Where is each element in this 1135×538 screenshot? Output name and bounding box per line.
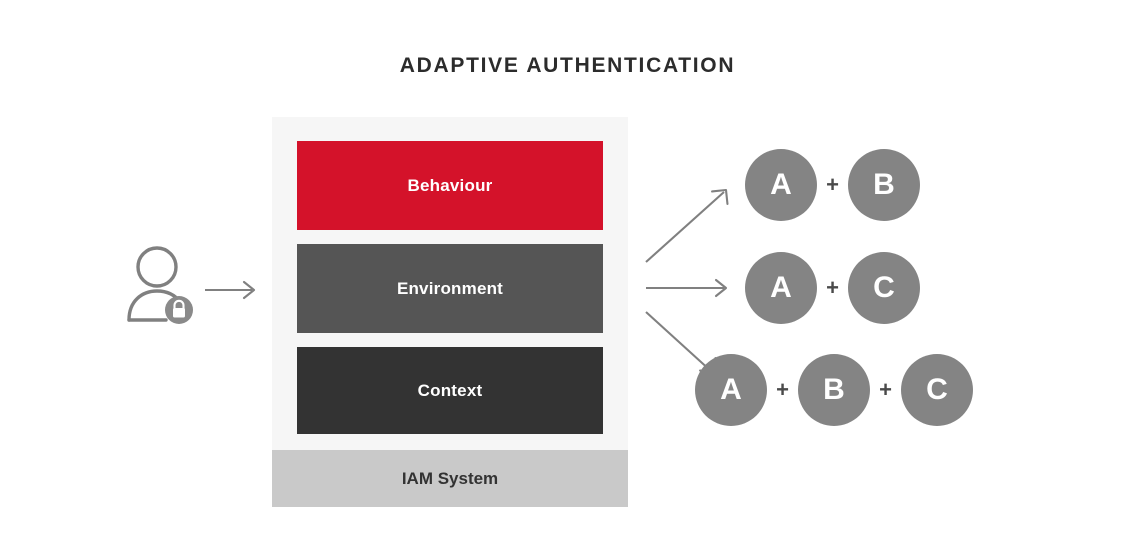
- stack-layer-context-label: Context: [417, 380, 483, 400]
- stack-layer-environment-label: Environment: [396, 278, 504, 298]
- outcome-row: A + B: [745, 149, 920, 221]
- arrow-user-to-stack: [204, 276, 260, 304]
- outcome-row: A + B + C: [695, 354, 973, 426]
- stack-layer-context[interactable]: Context: [297, 347, 603, 434]
- user-with-lock-glyph: [127, 246, 193, 324]
- factor-token-b[interactable]: B: [848, 149, 920, 221]
- stack-layer-behaviour[interactable]: Behaviour: [297, 141, 603, 230]
- page-title: ADAPTIVE AUTHENTICATION: [399, 54, 736, 77]
- factor-token-a[interactable]: A: [695, 354, 767, 426]
- factor-token-b-label: B: [823, 373, 845, 406]
- arrow-up-right-icon: [645, 188, 729, 263]
- user-with-lock-icon: [122, 243, 202, 329]
- iam-system-band[interactable]: IAM System: [272, 450, 628, 507]
- factor-token-a[interactable]: A: [745, 252, 817, 324]
- factor-token-b[interactable]: B: [798, 354, 870, 426]
- factor-token-c[interactable]: C: [848, 252, 920, 324]
- factor-token-a-label: A: [720, 373, 742, 406]
- plus-sign: +: [826, 275, 839, 300]
- plus-sign: +: [776, 377, 789, 402]
- fanout-arrow-group: [640, 160, 760, 375]
- factor-token-c-label: C: [926, 373, 948, 406]
- plus-sign: +: [826, 172, 839, 197]
- stack-layer-behaviour-label: Behaviour: [407, 175, 493, 195]
- arrow-right-icon: [205, 280, 256, 300]
- factor-token-c[interactable]: C: [901, 354, 973, 426]
- outcome-row: A + C: [745, 252, 920, 324]
- arrow-right-icon: [646, 278, 728, 298]
- factor-token-b-label: B: [873, 168, 895, 201]
- stack-layer-environment[interactable]: Environment: [297, 244, 603, 333]
- plus-sign: +: [879, 377, 892, 402]
- signal-stack: Behaviour Environment Context: [272, 117, 628, 450]
- factor-token-a-label: A: [770, 271, 792, 304]
- factor-token-c-label: C: [873, 271, 895, 304]
- iam-system-label: IAM System: [401, 468, 499, 488]
- factor-token-a[interactable]: A: [745, 149, 817, 221]
- factor-token-a-label: A: [770, 168, 792, 201]
